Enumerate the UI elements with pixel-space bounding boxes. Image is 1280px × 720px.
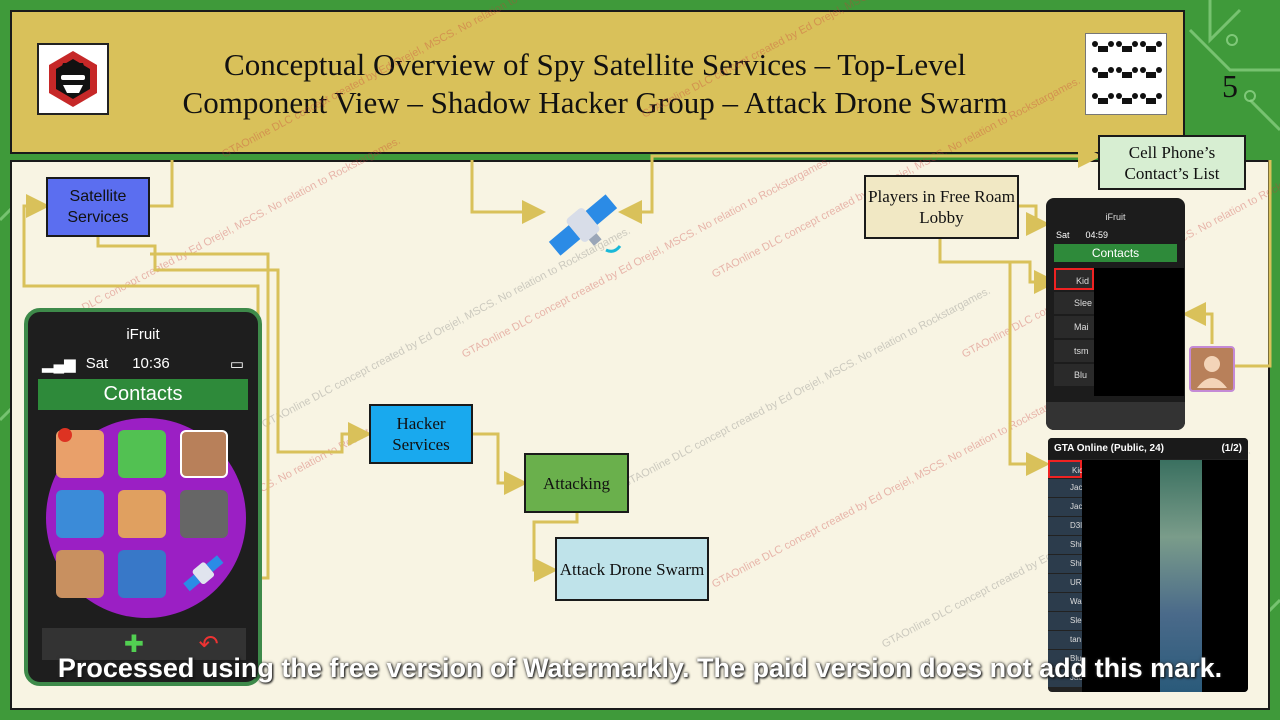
contacts-header: Contacts [1054, 244, 1177, 262]
hacker-logo-icon [37, 43, 109, 115]
satellite-icon [538, 180, 628, 275]
hacker-services-box: Hacker Services [369, 404, 473, 464]
notification-badge [58, 428, 72, 442]
social-icon[interactable] [56, 490, 104, 538]
lobby-row[interactable]: Jac [1048, 498, 1082, 516]
status-time: 10:36 [132, 355, 170, 372]
app-grid [56, 430, 230, 598]
status-day: Sat [85, 355, 109, 372]
contact-row[interactable]: Mai [1054, 316, 1094, 338]
satellite-app-icon[interactable] [180, 550, 228, 598]
contacts-app-icon [1189, 346, 1235, 392]
back-icon[interactable]: ↶ [198, 631, 219, 658]
settings-icon[interactable] [180, 490, 228, 538]
lobby-row[interactable]: tan [1048, 631, 1082, 649]
lobby-row[interactable]: Wa [1048, 593, 1082, 611]
slide-title-line-2: Component View – Shadow Hacker Group – A… [182, 85, 1008, 120]
phone-brand: iFruit [1105, 212, 1126, 222]
lobby-rows: Kid Jac Jac D3l Shi Shi URI Wa Sle tan B… [1048, 460, 1084, 688]
status-time: 04:59 [1085, 230, 1109, 240]
lobby-header: GTA Online (Public, 24) (1/2) [1048, 438, 1248, 459]
phone-status-bar: ▂▄▆ Sat 10:36 ▭ [28, 343, 258, 373]
lobby-row[interactable]: URI [1048, 574, 1084, 592]
attack-drone-swarm-box: Attack Drone Swarm [555, 537, 709, 601]
camera-icon[interactable] [56, 550, 104, 598]
lobby-page: (1/2) [1221, 443, 1242, 454]
contacts-list: Kid Slee Mai tsm Blu [1054, 268, 1094, 388]
status-day: Sat [1056, 230, 1070, 240]
phone-bottom-bar [1046, 402, 1185, 430]
contact-row[interactable]: Slee [1054, 292, 1094, 314]
add-icon[interactable]: ✚ [123, 631, 144, 658]
checklist-icon[interactable] [118, 490, 166, 538]
battery-icon: ▭ [229, 356, 244, 373]
page-number: 5 [1222, 68, 1238, 104]
slide-title-line-1: Conceptual Overview of Spy Satellite Ser… [224, 47, 966, 82]
lobby-row[interactable]: Shi [1048, 536, 1082, 554]
satellite-services-box: Satellite Services [46, 177, 150, 237]
drone-swarm-icon [1085, 33, 1167, 115]
lobby-row[interactable]: Shi [1048, 555, 1082, 573]
contacts-header: Contacts [38, 379, 248, 410]
phone-bottom-bar: ✚ ↶ [42, 628, 246, 660]
messages-icon[interactable] [118, 430, 166, 478]
lobby-row[interactable]: Jac [1048, 479, 1082, 497]
contacts-app-icon[interactable] [180, 430, 228, 478]
lobby-row[interactable]: D3l [1048, 517, 1082, 535]
title-bar [10, 10, 1185, 154]
lobby-row[interactable]: Kid [1048, 460, 1084, 478]
contact-list-box: Cell Phone’s Contact’s List [1098, 135, 1246, 190]
lobby-row[interactable]: Jac [1048, 669, 1082, 687]
watermark-banner: Processed using the free version of Wate… [57, 653, 1223, 683]
lobby-row[interactable]: Blu [1048, 650, 1082, 668]
redacted-block [1082, 460, 1160, 692]
contact-row[interactable]: Blu [1054, 364, 1094, 386]
signal-icon: ▂▄▆ [42, 356, 76, 373]
lobby-row[interactable]: Sle [1048, 612, 1082, 630]
phone-status-bar: Sat 04:59 [1046, 222, 1185, 240]
lobby-player-list: GTA Online (Public, 24) (1/2) Kid Jac Ja… [1048, 438, 1248, 692]
phone-brand: iFruit [126, 326, 160, 343]
players-lobby-box: Players in Free Roam Lobby [864, 175, 1019, 239]
attacking-box: Attacking [524, 453, 629, 513]
player-stats-column [1160, 460, 1202, 692]
phone-contacts-screen: iFruit Sat 04:59 Contacts Kid Slee Mai t… [1046, 198, 1185, 430]
internet-icon[interactable] [118, 550, 166, 598]
contact-row[interactable]: Kid [1054, 268, 1094, 290]
redacted-block [1202, 460, 1248, 692]
lobby-title: GTA Online (Public, 24) [1054, 443, 1165, 454]
slide-title: Conceptual Overview of Spy Satellite Ser… [150, 46, 1040, 122]
phone-home-screen: iFruit ▂▄▆ Sat 10:36 ▭ Contacts ✚ ↶ [24, 308, 262, 686]
redacted-block [1094, 268, 1184, 396]
contact-row[interactable]: tsm [1054, 340, 1094, 362]
